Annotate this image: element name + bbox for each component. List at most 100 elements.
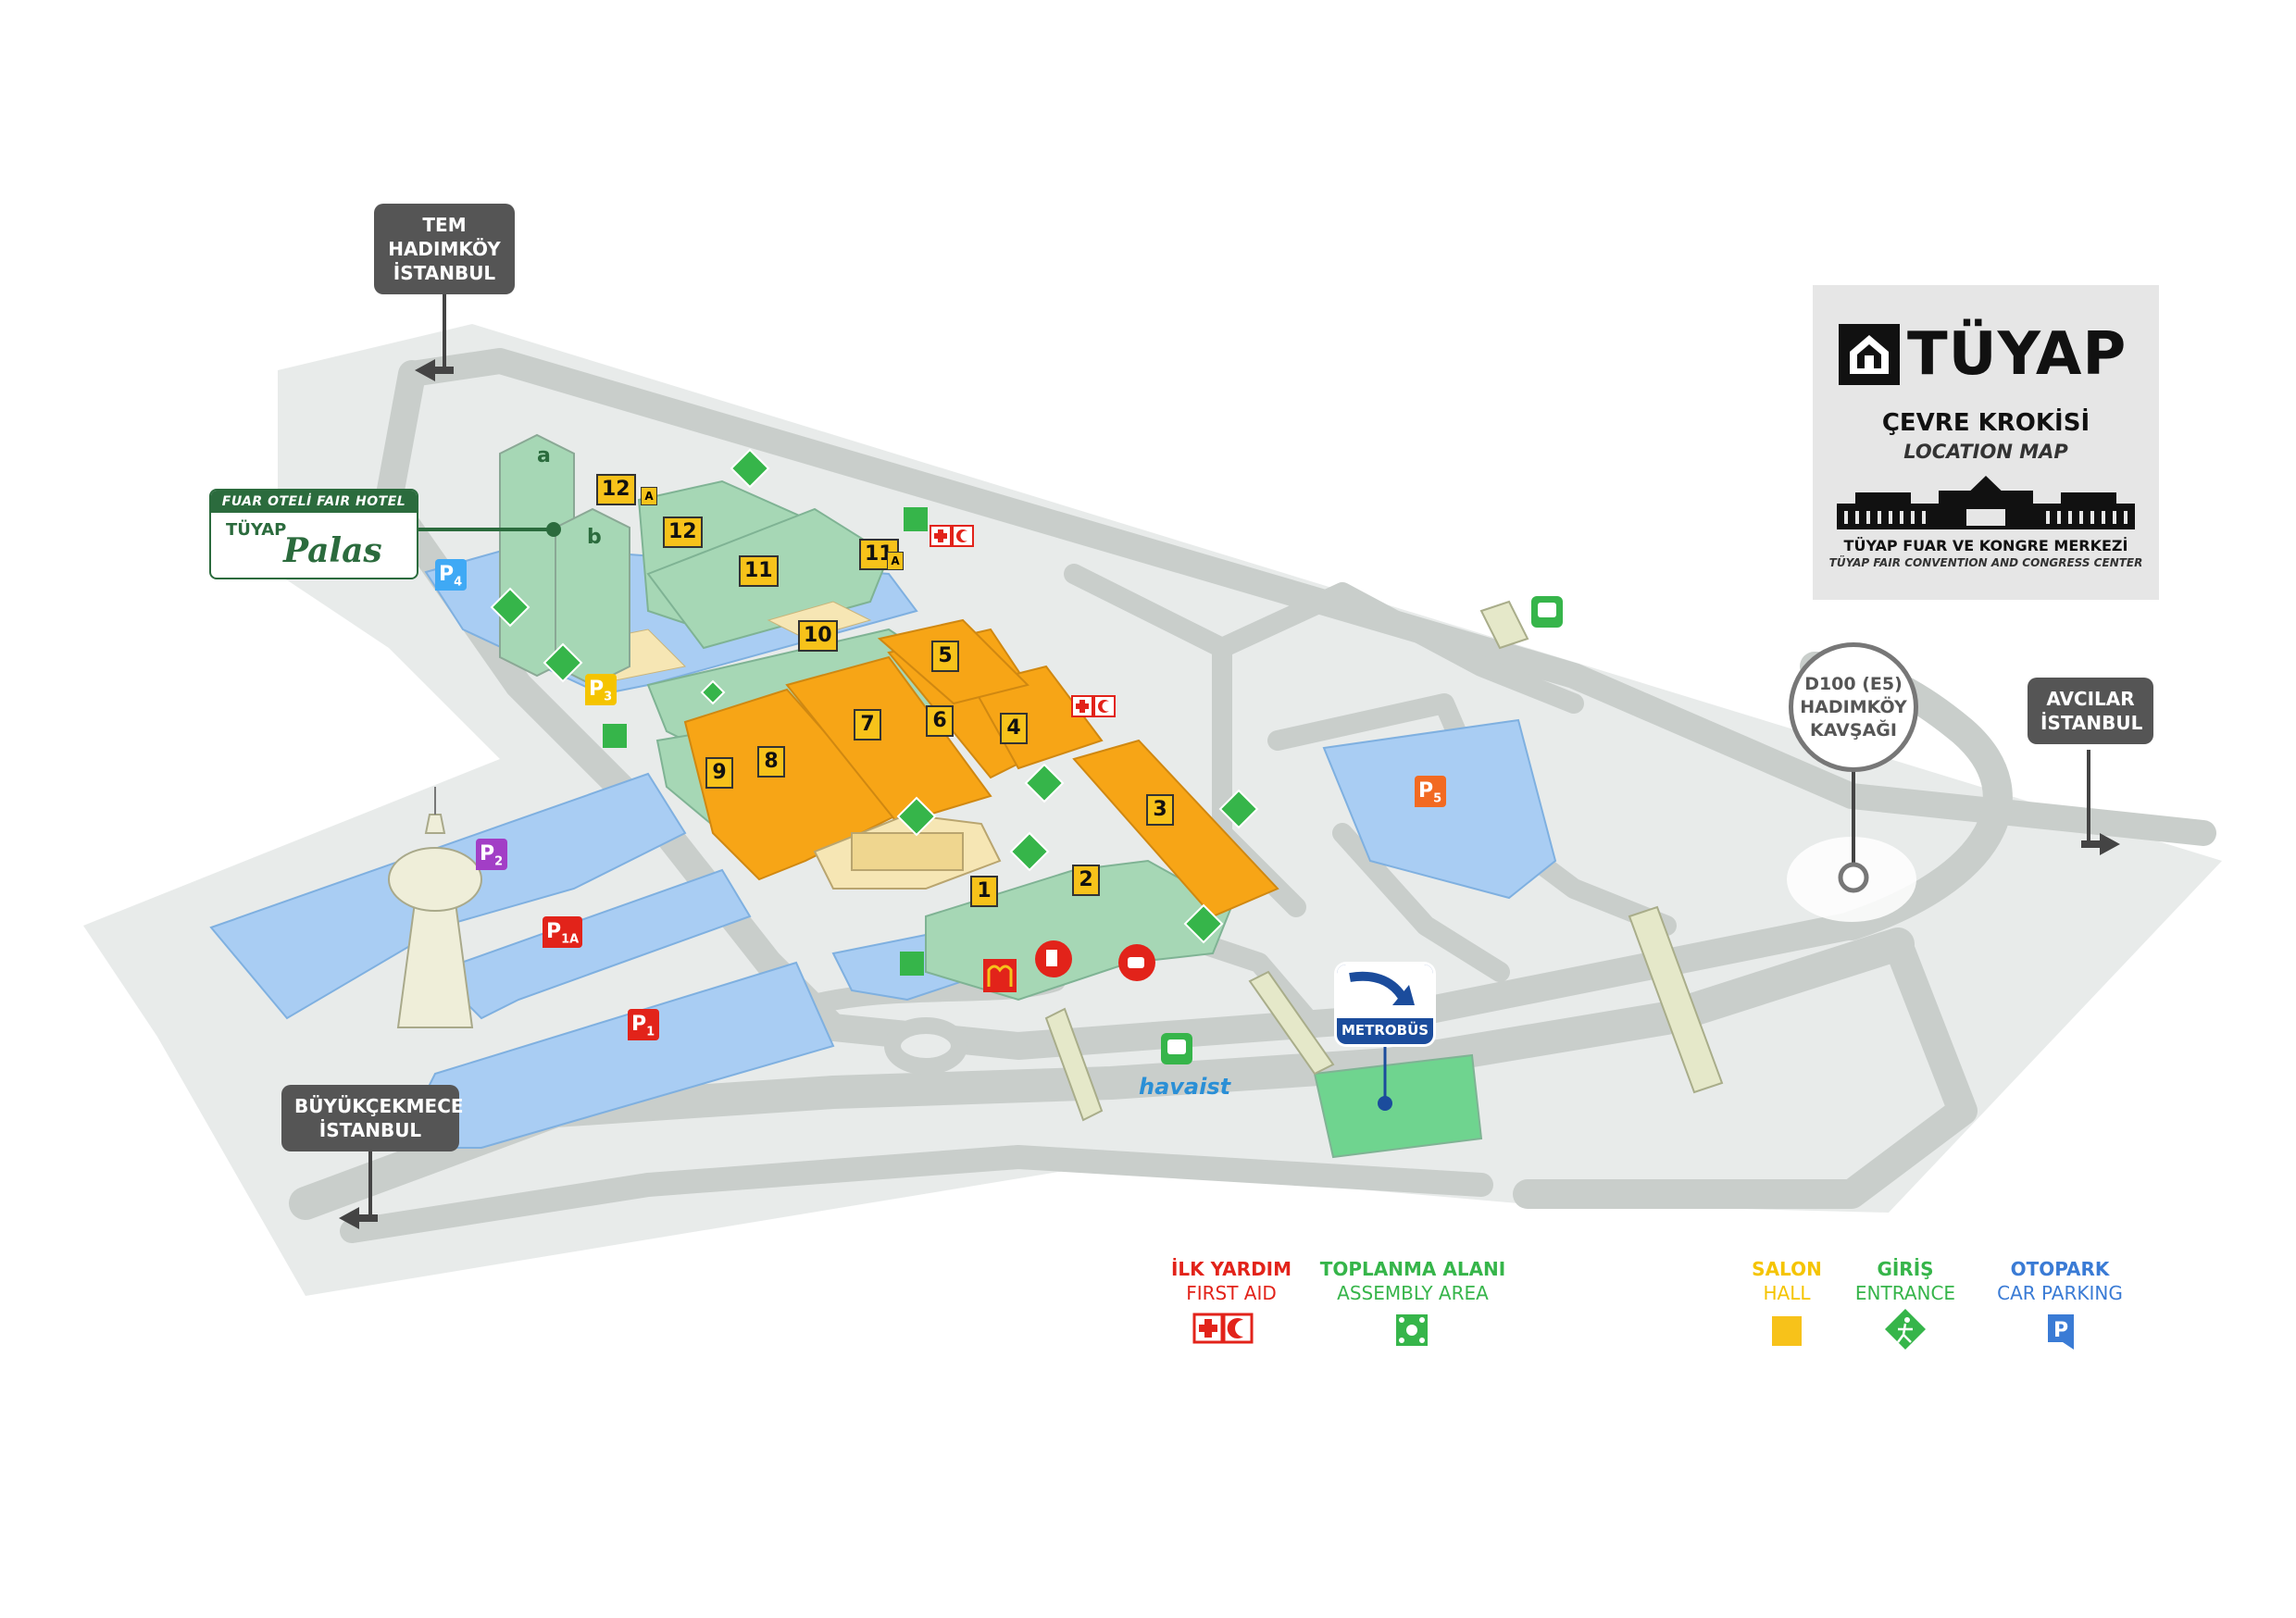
service-pins: [983, 940, 1155, 992]
hall-label-10: 10: [798, 620, 838, 652]
entrance-icons: [490, 448, 1259, 944]
metrobus-logo: METROBÜS: [1337, 965, 1433, 1044]
sign-buyukcekmece-istanbul: BÜYÜKÇEKMECE İSTANBUL: [281, 1085, 464, 1151]
hotel-header-en: FAIR HOTEL: [317, 494, 406, 509]
entrance-icon: [543, 642, 583, 683]
parking-pin-number: 1A: [561, 932, 580, 947]
legend-entrance: GİRİŞ ENTRANCE: [1842, 1257, 1968, 1305]
hall-sublabel: A: [887, 552, 904, 570]
hall-label-1: 1: [970, 876, 998, 907]
havaist-label: havaist: [1139, 1074, 1231, 1100]
parking-pin-p1: P1: [628, 1009, 659, 1040]
parking-pin-p1a: P1A: [543, 916, 583, 948]
parking-pin-number: 4: [454, 575, 463, 590]
entrance-icon: [1009, 831, 1050, 872]
junction-callout: D100 (E5) HADIMKÖY KAVŞAĞI: [1789, 642, 1918, 772]
hotel-header: FUAR OTELİ FAIR HOTEL: [211, 491, 417, 513]
sign-avcilar-line-2: İSTANBUL: [2040, 712, 2143, 734]
legend-parking: OTOPARK CAR PARKING: [1990, 1257, 2129, 1305]
map-title: ÇEVRE KROKİSİ: [1881, 409, 2090, 437]
hall-label-12: 12: [596, 474, 636, 505]
parking-area-p1a: [433, 868, 752, 1020]
metrobus-logo-arrow-icon: [1349, 971, 1415, 1005]
hall-7: [785, 655, 992, 826]
sign-tem-line-1: TEM: [422, 214, 467, 236]
tuyap-logo: TÜYAP: [1839, 324, 2127, 385]
legend-parking-icon: P: [2048, 1314, 2074, 1350]
sign-tem-line-3: İSTANBUL: [393, 262, 496, 284]
metrobus-platform: [1313, 1053, 1483, 1159]
legend-entrance-en: ENTRANCE: [1854, 1282, 1956, 1304]
parking-pin-letter: P: [439, 563, 455, 586]
footbridges: [1044, 600, 1724, 1122]
hall-label-3: 3: [1146, 794, 1174, 826]
sign-avcilar-line-1: AVCILAR: [2046, 688, 2135, 710]
title-box: TÜYAP ÇEVRE KROKİSİ LOCATION MAP TÜYAP F…: [1813, 285, 2159, 600]
sign-connectors: [368, 278, 2090, 1218]
entrance-icon: [896, 796, 937, 837]
junction-line-1: D100 (E5): [1804, 673, 1903, 694]
fair-hotel-card: FUAR OTELİ FAIR HOTEL TÜYAP Palas: [209, 489, 418, 579]
arrow-avcilar: [2081, 833, 2120, 855]
tuyap-wordmark: TÜYAP: [1907, 320, 2128, 389]
hall-label-11: 11: [739, 555, 779, 587]
center-name-english: TÜYAP FAIR CONVENTION AND CONGRESS CENTE…: [1828, 556, 2143, 569]
sign-tem-line-2: HADIMKÖY: [388, 238, 501, 260]
hotel-brand: TÜYAP: [226, 520, 287, 540]
hotel-name: Palas: [283, 531, 382, 570]
legend-entrance-tr: GİRİŞ: [1877, 1258, 1934, 1280]
roundabout: [884, 1017, 967, 1075]
bus-stop-icons: [1161, 596, 1563, 1064]
legend-first-aid: İLK YARDIM FIRST AID: [1157, 1257, 1305, 1305]
hall-9-8: [683, 688, 900, 881]
sign-buyukcekmece-line-2: İSTANBUL: [318, 1119, 422, 1141]
svg-text:P: P: [2053, 1319, 2068, 1342]
tv-tower-landmark: [388, 787, 482, 1028]
hall-label-7: 7: [854, 709, 881, 741]
parking-pin-letter: P: [546, 920, 562, 943]
hall-label-4: 4: [1000, 713, 1028, 744]
hotel-header-tr: FUAR OTELİ: [221, 494, 312, 509]
assembly-area-icon: [900, 952, 924, 976]
main-entrance-building: [813, 813, 1002, 890]
hall-label-5: 5: [931, 641, 959, 672]
metrobus-label: METROBÜS: [1341, 1022, 1429, 1039]
legend-first-aid-tr: İLK YARDIM: [1170, 1258, 1292, 1280]
parking-area-p5: [1322, 718, 1557, 900]
legend-parking-tr: OTOPARK: [2010, 1258, 2110, 1280]
legend-hall: SALON HALL: [1750, 1257, 1824, 1305]
assembly-area-icon: [603, 724, 627, 748]
legend-assembly-tr: TOPLANMA ALANI: [1319, 1258, 1506, 1280]
tower-label-b: b: [587, 526, 602, 549]
entrance-icon: [490, 587, 530, 628]
hall-label-12: 12: [663, 517, 703, 548]
legend-assembly-en: ASSEMBLY AREA: [1337, 1282, 1489, 1304]
hotel-connector-dot: [546, 522, 561, 537]
legend-hall-en: HALL: [1763, 1282, 1811, 1304]
map-subtitle: LOCATION MAP: [1903, 441, 2068, 463]
parking-pin-p4: P4: [435, 559, 467, 591]
legend-first-aid-en: FIRST AID: [1186, 1282, 1277, 1304]
parking-pin-number: 2: [494, 854, 504, 869]
tower-label-a: a: [537, 444, 551, 467]
entrance-icon: [1218, 789, 1259, 829]
hall-label-9: 9: [705, 757, 733, 789]
parking-pin-p5: P5: [1415, 776, 1446, 807]
direction-arrows: [339, 359, 2120, 1229]
first-aid-icons: [930, 525, 1116, 717]
arrow-tem: [415, 359, 454, 381]
entrance-icon: [730, 448, 770, 489]
hall-label-2: 2: [1072, 865, 1100, 896]
assembly-area-icons: [603, 507, 928, 976]
sign-avcilar-istanbul: AVCILAR İSTANBUL: [2028, 678, 2153, 744]
assembly-area-icon: [904, 507, 928, 531]
legend-assembly-icon: [1396, 1314, 1428, 1346]
parking-pin-number: 5: [1433, 791, 1442, 806]
junction-line-3: KAVŞAĞI: [1810, 719, 1897, 741]
hall-label-8: 8: [757, 746, 785, 778]
parking-pin-p2: P2: [476, 839, 507, 870]
legend-assembly: TOPLANMA ALANI ASSEMBLY AREA: [1313, 1257, 1513, 1305]
center-name: TÜYAP FUAR VE KONGRE MERKEZİ: [1843, 537, 2128, 554]
